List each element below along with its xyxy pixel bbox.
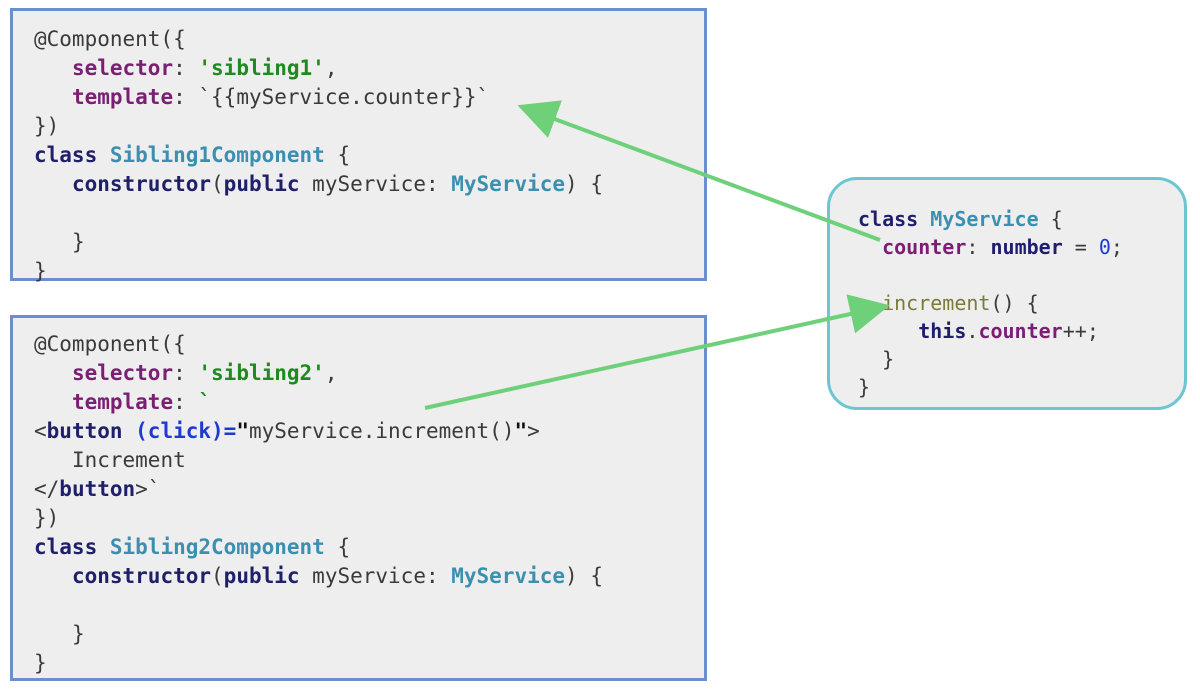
code-line: template: `{{myService.counter}}` — [34, 83, 704, 112]
backtick: ` — [198, 390, 212, 414]
dot: . — [966, 319, 979, 343]
quote: " — [514, 419, 528, 443]
class-name: Sibling2Component — [109, 535, 325, 559]
tag-name: button — [59, 477, 136, 501]
tag-open: </ — [34, 477, 60, 501]
type-name: number — [990, 235, 1063, 259]
closing-brace: } — [71, 622, 85, 646]
class-name: Sibling1Component — [109, 143, 325, 167]
template-key: template — [71, 85, 174, 109]
increment-operator: ++; — [1062, 319, 1099, 343]
brace: { — [324, 143, 351, 167]
paren: ( — [211, 564, 224, 588]
code-line: }) — [34, 504, 704, 533]
param-type: MyService — [451, 564, 566, 588]
paren-brace: ) { — [565, 564, 603, 588]
code-line: } — [34, 228, 704, 257]
code-line: this.counter++; — [858, 317, 1184, 345]
code-line: </button>` — [34, 475, 704, 504]
code-line: } — [34, 620, 704, 649]
class-keyword: class — [34, 535, 98, 559]
counter-property: counter — [978, 319, 1063, 343]
code-line: Increment — [34, 446, 704, 475]
code-line: @Component({ — [34, 330, 704, 359]
sibling1-code-block: @Component({ selector: 'sibling1', templ… — [10, 8, 707, 283]
tag-close: >` — [135, 477, 161, 501]
closing-brace: } — [34, 259, 47, 283]
semicolon: ; — [1110, 235, 1123, 259]
code-line: selector: 'sibling1', — [34, 54, 704, 83]
closing-brace: }) — [34, 506, 60, 530]
template-value: `{{myService.counter}}` — [198, 85, 490, 109]
code-line: increment() { — [858, 289, 1184, 317]
closing-brace: } — [858, 375, 871, 399]
code-line: } — [858, 345, 1184, 373]
service-code-block: class MyService { counter: number = 0; i… — [827, 177, 1187, 410]
closing-brace: }) — [34, 114, 60, 138]
code-line — [34, 199, 704, 228]
this-keyword: this — [918, 319, 967, 343]
code-line — [858, 261, 1184, 289]
selector-value: 'sibling1' — [198, 56, 325, 80]
param-name: myService: — [299, 564, 452, 588]
closing-brace: } — [71, 230, 85, 254]
selector-key: selector — [71, 361, 174, 385]
brace: { — [1038, 207, 1063, 231]
class-keyword: class — [34, 143, 98, 167]
method-name: increment — [882, 291, 991, 315]
code-line: template: ` — [34, 388, 704, 417]
decorator-text: @Component({ — [34, 27, 186, 51]
paren-brace: ) { — [565, 172, 603, 196]
paren-brace: () { — [990, 291, 1039, 315]
decorator-text: @Component({ — [34, 332, 186, 356]
equals: = — [1062, 235, 1099, 259]
colon: : — [966, 235, 991, 259]
button-text: Increment — [71, 448, 186, 472]
tag-open: < — [34, 419, 47, 443]
public-keyword: public — [223, 564, 300, 588]
counter-property: counter — [882, 235, 967, 259]
sibling2-code-block: @Component({ selector: 'sibling2', templ… — [10, 315, 707, 681]
tag-name: button — [46, 419, 123, 443]
class-name: MyService — [930, 207, 1039, 231]
selector-value: 'sibling2' — [198, 361, 325, 385]
constructor-keyword: constructor — [71, 172, 212, 196]
code-line: @Component({ — [34, 25, 704, 54]
code-line — [34, 591, 704, 620]
constructor-keyword: constructor — [71, 564, 212, 588]
colon: : — [173, 361, 199, 385]
code-line: } — [34, 257, 704, 286]
code-line: class Sibling2Component { — [34, 533, 704, 562]
selector-key: selector — [71, 56, 174, 80]
code-line: } — [34, 649, 704, 678]
param-name: myService: — [299, 172, 452, 196]
paren: ( — [211, 172, 224, 196]
handler-expression: myService.increment() — [248, 419, 515, 443]
closing-brace: } — [34, 651, 47, 675]
brace: { — [324, 535, 351, 559]
param-type: MyService — [451, 172, 566, 196]
colon: : — [173, 85, 199, 109]
code-line: <button (click)="myService.increment()"> — [34, 417, 704, 446]
colon: : — [173, 390, 199, 414]
template-key: template — [71, 390, 174, 414]
colon: : — [173, 56, 199, 80]
closing-brace: } — [882, 347, 895, 371]
code-line: constructor(public myService: MyService)… — [34, 562, 704, 591]
code-line: class MyService { — [858, 205, 1184, 233]
code-line: }) — [34, 112, 704, 141]
public-keyword: public — [223, 172, 300, 196]
number-literal: 0 — [1098, 235, 1111, 259]
quote: " — [236, 419, 249, 443]
code-line: selector: 'sibling2', — [34, 359, 704, 388]
code-line: class Sibling1Component { — [34, 141, 704, 170]
class-keyword: class — [858, 207, 919, 231]
code-line: counter: number = 0; — [858, 233, 1184, 261]
code-line: } — [858, 373, 1184, 401]
comma: , — [324, 56, 338, 80]
code-line: constructor(public myService: MyService)… — [34, 170, 704, 199]
tag-close: > — [527, 419, 540, 443]
event-binding: (click)= — [122, 419, 237, 443]
comma: , — [324, 361, 338, 385]
